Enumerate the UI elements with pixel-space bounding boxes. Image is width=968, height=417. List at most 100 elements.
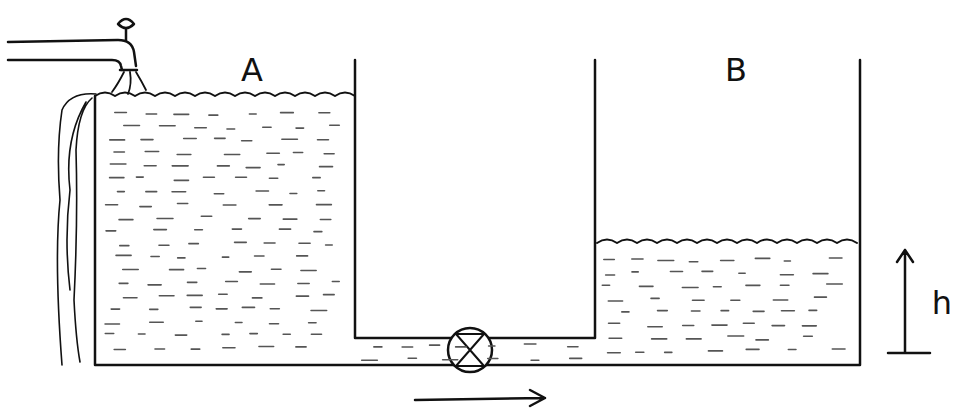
- water-dash: [196, 320, 202, 322]
- water-dash: [296, 346, 306, 348]
- water-dash: [123, 297, 137, 299]
- water-dash: [489, 345, 495, 347]
- water-dash: [269, 177, 277, 179]
- water-dash: [608, 352, 621, 354]
- water-dash: [827, 283, 842, 285]
- water-dash: [249, 218, 261, 220]
- water-dash: [140, 206, 151, 208]
- water-dash: [219, 293, 227, 295]
- water-dash: [124, 125, 140, 127]
- water-dash: [651, 298, 659, 300]
- water-dash: [151, 256, 159, 258]
- water-dash: [222, 334, 229, 336]
- tank-label: B: [721, 52, 751, 88]
- water-surface-a: [95, 93, 355, 97]
- water-dash: [639, 286, 653, 288]
- water-dash: [201, 216, 211, 218]
- water-dash: [314, 231, 322, 233]
- water-dash: [260, 283, 274, 285]
- water-dash: [138, 333, 145, 335]
- water-dash: [174, 114, 189, 116]
- water-dash: [174, 180, 188, 182]
- water-dash: [136, 176, 143, 178]
- water-dash: [731, 299, 740, 301]
- water-dash: [110, 177, 124, 179]
- water-dash: [746, 349, 759, 351]
- water-dash: [160, 125, 176, 127]
- water-dash: [148, 284, 161, 286]
- water-dash: [150, 309, 158, 311]
- water-dash: [682, 287, 698, 289]
- water-dash: [686, 338, 701, 340]
- water-dash: [622, 311, 629, 313]
- water-dash: [488, 358, 498, 360]
- water-dash: [324, 294, 335, 296]
- water-dash: [721, 310, 728, 312]
- water-dash: [242, 140, 252, 142]
- water-dash: [195, 127, 207, 129]
- water-dash: [781, 310, 794, 312]
- water-dash: [141, 139, 153, 141]
- water-dash: [115, 112, 127, 114]
- water-dash: [773, 299, 787, 301]
- water-dash: [255, 255, 264, 257]
- water-dash: [227, 128, 235, 130]
- tap-pipe: [8, 40, 136, 70]
- water-dash: [318, 190, 325, 192]
- water-dash: [120, 245, 129, 247]
- water-dash: [270, 323, 279, 325]
- water-dash: [157, 218, 173, 220]
- water-dash: [197, 268, 205, 270]
- water-dash: [652, 338, 667, 340]
- water-dash: [146, 191, 157, 193]
- water-dash: [604, 259, 614, 261]
- water-dash: [683, 325, 694, 327]
- water-hatching: [105, 112, 845, 360]
- water-dash: [648, 326, 662, 328]
- water-dash: [190, 307, 201, 309]
- water-dash: [813, 273, 828, 275]
- water-dash: [216, 308, 227, 310]
- water-dash: [259, 346, 274, 348]
- water-dash: [609, 323, 620, 325]
- water-dash: [702, 271, 713, 273]
- water-dash: [443, 359, 458, 361]
- water-dash: [271, 268, 281, 270]
- water-dash: [374, 346, 382, 348]
- water-dash: [829, 257, 842, 259]
- water-dash: [187, 282, 196, 284]
- water-dash: [283, 218, 297, 220]
- water-dash: [111, 308, 119, 310]
- water-dash: [282, 138, 298, 140]
- water-dash: [756, 339, 768, 341]
- water-dash: [311, 333, 321, 335]
- water-dash: [235, 242, 247, 244]
- water-dash: [788, 349, 796, 351]
- water-dash: [172, 165, 188, 167]
- water-dash: [224, 154, 239, 156]
- water-dash: [712, 324, 727, 326]
- water-dash: [632, 271, 638, 273]
- water-dash: [278, 164, 284, 166]
- water-dash: [658, 260, 674, 262]
- water-dash: [670, 271, 682, 273]
- water-dash: [802, 325, 816, 327]
- water-dash: [119, 283, 128, 285]
- water-dash: [297, 255, 308, 257]
- water-dash: [223, 347, 235, 349]
- water-dash: [195, 229, 203, 231]
- water-dash: [609, 338, 622, 340]
- tank-outer-wall: [95, 60, 860, 365]
- water-dash: [264, 242, 275, 244]
- water-dash: [784, 260, 790, 262]
- water-dash: [256, 190, 268, 192]
- water-dash: [402, 346, 413, 348]
- water-dash: [320, 166, 333, 168]
- tank-label: A: [237, 52, 267, 88]
- divider-wall: [355, 60, 595, 338]
- water-dash: [602, 285, 609, 287]
- water-dash: [296, 127, 304, 129]
- water-dash: [144, 165, 156, 167]
- water-dash: [326, 244, 333, 246]
